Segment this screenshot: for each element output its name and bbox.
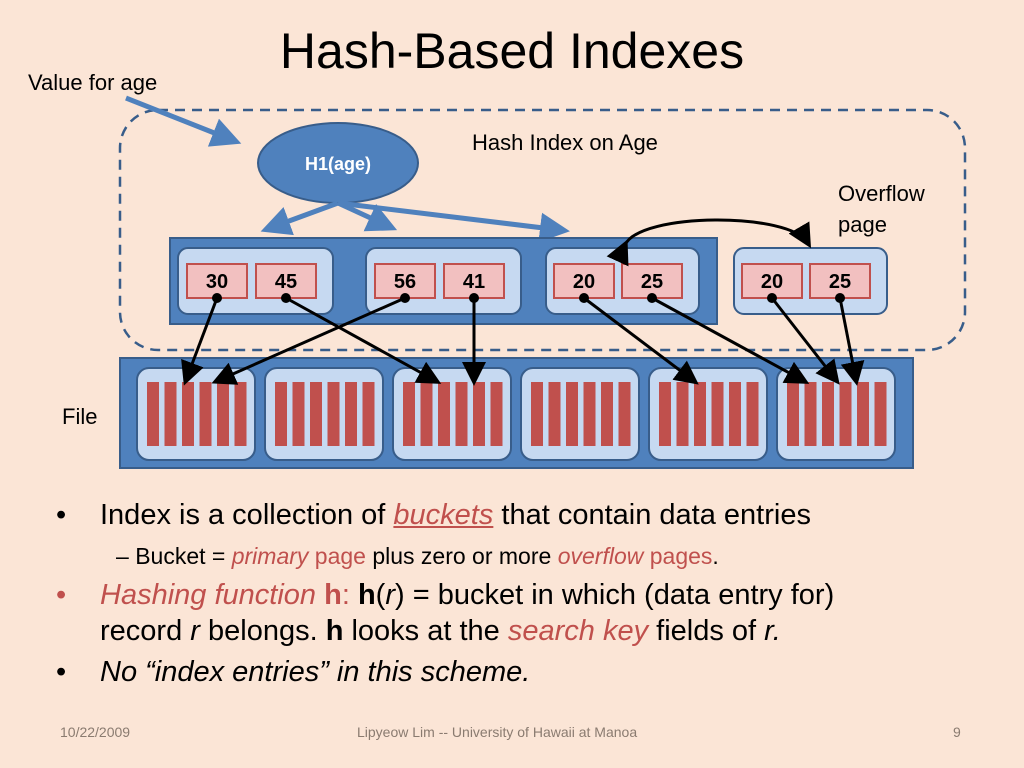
record-bar: [199, 382, 212, 446]
record-bar: [403, 382, 415, 446]
footer-author: Lipyeow Lim -- University of Hawaii at M…: [357, 724, 638, 740]
entry-value: 45: [275, 271, 297, 293]
entry-value: 25: [829, 271, 851, 293]
entry-box: [621, 263, 683, 299]
bucket-1: 30 45: [177, 247, 334, 315]
record-bar: [234, 382, 247, 446]
record-bar: [601, 382, 613, 446]
overflow-label-line2: page: [838, 212, 887, 237]
sub-bullet-1: – Bucket = primary page plus zero or mor…: [116, 543, 719, 569]
overflow-link-arrow: [606, 218, 812, 267]
record-bar: [473, 382, 485, 446]
record-bar: [420, 382, 433, 446]
record-bar: [531, 382, 543, 446]
entry-box: [374, 263, 436, 299]
record-bar: [292, 382, 305, 446]
record-bar: [275, 382, 287, 446]
record-bar: [746, 382, 759, 446]
entry-box: [186, 263, 248, 299]
record-bar: [694, 382, 706, 446]
footer-date: 10/22/2009: [60, 724, 131, 740]
entry-box: [255, 263, 317, 299]
file-label: File: [62, 404, 98, 429]
record-bar: [164, 382, 177, 446]
overflow-label-line1: Overflow: [838, 181, 925, 206]
record-bar: [839, 382, 852, 446]
record-bar: [822, 382, 834, 446]
record-bar: [438, 382, 450, 446]
entry-box: [553, 263, 615, 299]
record-bar: [618, 382, 631, 446]
hash-arrow-bucket-1: [260, 200, 339, 236]
page-title: Hash-Based Indexes: [279, 23, 745, 79]
footer-page-number: 9: [953, 724, 961, 740]
record-bar: [147, 382, 159, 446]
record-bar: [310, 382, 322, 446]
bucket-3: 20 25: [545, 247, 700, 315]
hash-function-label: H1(age): [305, 154, 371, 174]
record-bar: [676, 382, 689, 446]
record-bar: [583, 382, 596, 446]
entry-box: [741, 263, 803, 299]
entry-value: 30: [206, 271, 228, 293]
entry-box: [443, 263, 505, 299]
hash-arrow-bucket-3: [337, 200, 570, 243]
buckets-term: buckets: [393, 499, 494, 531]
record-bar: [490, 382, 503, 446]
entry-value: 25: [641, 271, 663, 293]
file-pages: [136, 367, 896, 461]
entry-box: [809, 263, 871, 299]
record-bar: [857, 382, 869, 446]
hash-index-diagram: H1(age) 30 45 56 41 20 25 20 25: [118, 95, 967, 469]
record-bar: [874, 382, 887, 446]
entry-value: 20: [573, 271, 595, 293]
entry-value: 56: [394, 271, 416, 293]
input-arrow: [125, 95, 242, 147]
record-bar: [804, 382, 817, 446]
record-bar: [566, 382, 578, 446]
hash-index-region: [118, 108, 967, 352]
entry-value: 20: [761, 271, 783, 293]
record-bar: [327, 382, 340, 446]
entry-value: 41: [463, 271, 485, 293]
record-bar: [182, 382, 194, 446]
record-bar: [217, 382, 229, 446]
record-bar: [345, 382, 357, 446]
hash-arrow-bucket-2: [336, 200, 398, 232]
record-bar: [548, 382, 561, 446]
overflow-bucket: 20 25: [733, 247, 888, 315]
record-pointers: [181, 293, 865, 386]
record-bar: [659, 382, 671, 446]
record-bar: [362, 382, 375, 446]
value-for-age-label: Value for age: [28, 70, 158, 95]
record-bar: [455, 382, 468, 446]
record-bar: [711, 382, 724, 446]
record-bar: [729, 382, 741, 446]
hash-index-label: Hash Index on Age: [472, 130, 658, 155]
record-bar: [787, 382, 799, 446]
